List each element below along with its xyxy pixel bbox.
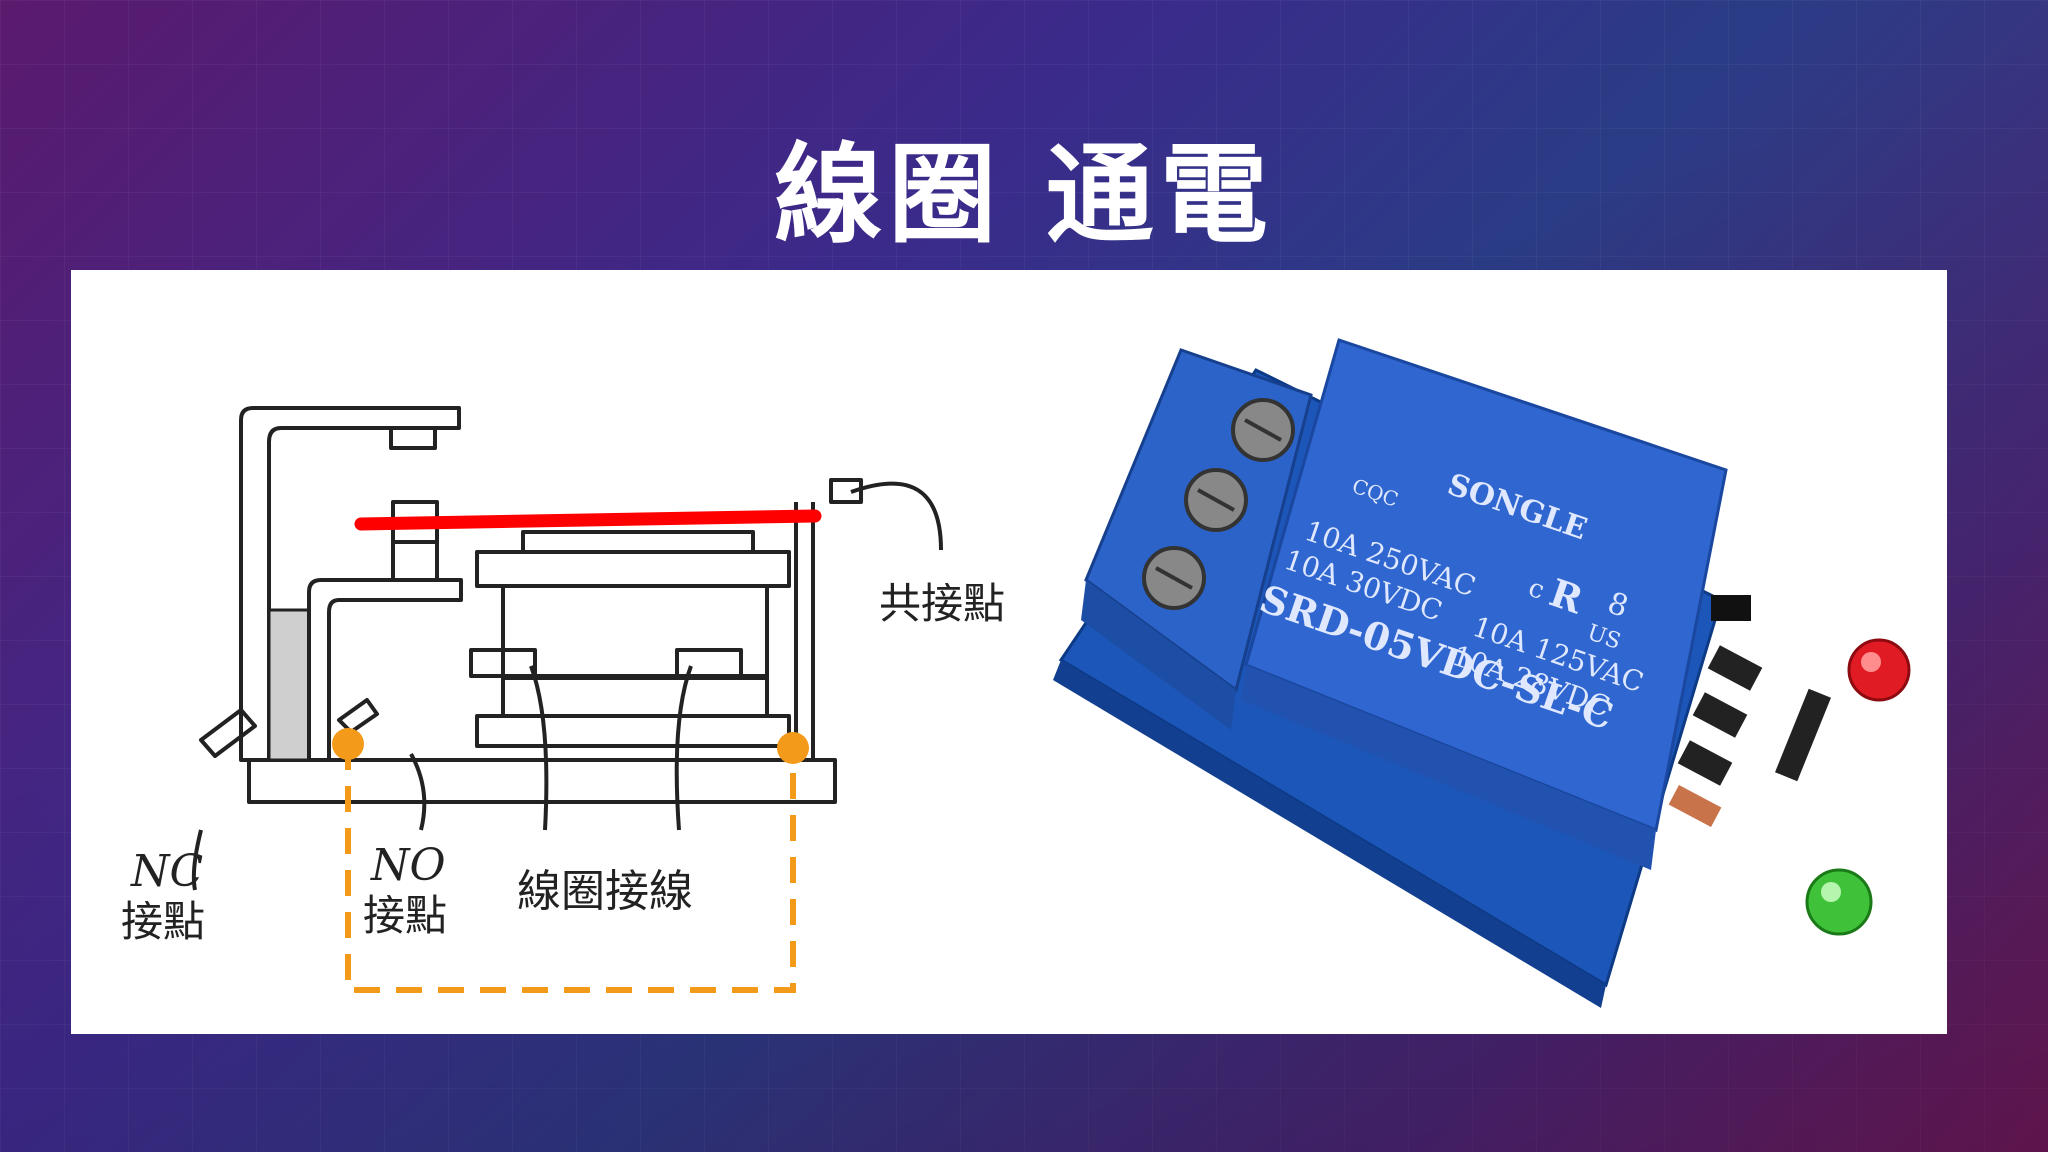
coil-top-flange xyxy=(475,550,791,588)
header-pins xyxy=(1775,688,1831,782)
coil-wire-left xyxy=(529,665,549,831)
power-led-label: 電源 xyxy=(1836,600,1858,636)
insulator-block xyxy=(267,608,311,762)
pcb-edge xyxy=(1053,660,1606,1008)
pin-in-label: IN xyxy=(1821,746,1858,783)
resistor-3 xyxy=(1677,740,1733,786)
relay-cube-top xyxy=(1244,338,1728,833)
pin-gnd-label: GND xyxy=(1809,786,1875,834)
common-label: 共接點 xyxy=(879,579,1005,628)
transistor xyxy=(1711,595,1751,621)
content-panel: NC 接點 NO 接點 線圈接線 共接點 SONGLE CQC xyxy=(71,270,1947,1034)
slide-title: 線圈 通電 xyxy=(774,133,1274,258)
coil-body xyxy=(501,584,769,680)
nc-sub-label: 接點 xyxy=(121,897,205,946)
resistor-1 xyxy=(1707,645,1763,691)
screw-slot-3 xyxy=(1155,566,1193,590)
no-sub-label: 接點 xyxy=(363,891,447,940)
switch-led-label: 開關 xyxy=(1774,870,1795,906)
nc-lug xyxy=(199,708,257,758)
switch-led-highlight xyxy=(1821,882,1841,902)
resistor-2 xyxy=(1692,692,1748,738)
circuit-dashed-line xyxy=(345,744,796,993)
no-label: NO xyxy=(370,840,446,891)
screw-slot-2 xyxy=(1197,488,1235,512)
nc-wire xyxy=(191,829,203,891)
nc-label: NC xyxy=(130,846,203,897)
power-led-icon xyxy=(1847,638,1911,702)
relay-base xyxy=(247,758,837,804)
common-lug xyxy=(829,478,863,504)
coil-terminal-right xyxy=(675,648,743,678)
relay-cube-front xyxy=(1241,665,1656,870)
armature-highlight-line xyxy=(354,509,822,531)
armature-plate xyxy=(521,530,755,554)
circuit-node-right xyxy=(777,732,809,764)
relay-diagram xyxy=(191,406,943,891)
coil-label: 線圈接線 xyxy=(517,866,693,917)
nc-contact-arm xyxy=(239,406,461,762)
power-led-highlight xyxy=(1861,652,1881,672)
relay-module-photo: SONGLE CQC 10A 250VAC 10A 30VDC 10A 125V… xyxy=(1053,338,1911,1008)
no-circuit-path xyxy=(345,744,796,993)
content-svg: NC 接點 NO 接點 線圈接線 共接點 SONGLE CQC xyxy=(121,338,1911,1008)
terminal-block-side xyxy=(1081,580,1236,730)
screw-slot-1 xyxy=(1244,418,1282,442)
diode xyxy=(1668,785,1722,827)
common-wire xyxy=(850,481,943,551)
switch-led-icon xyxy=(1805,868,1873,936)
no-contact-arm xyxy=(307,578,463,762)
circuit-node-left xyxy=(332,728,364,760)
pin-vcc-label: VCC xyxy=(1795,828,1855,874)
no-lug xyxy=(337,698,379,734)
nc-contact-point xyxy=(389,426,437,450)
no-wire xyxy=(409,753,427,831)
coil-wire-right xyxy=(674,665,693,831)
coil-bottom-flange xyxy=(475,714,791,748)
armature-contact-bottom xyxy=(391,540,439,582)
